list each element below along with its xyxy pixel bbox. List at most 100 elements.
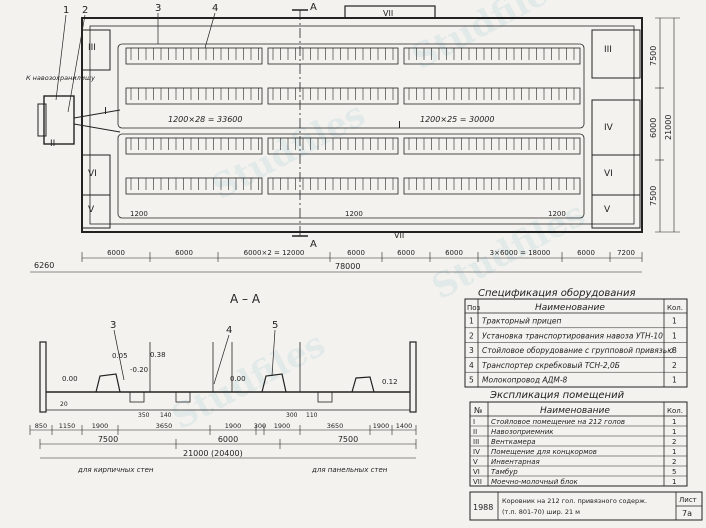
callout-4: 4 bbox=[212, 3, 218, 14]
equip-qty: 1 bbox=[672, 331, 677, 340]
callout-3: 3 bbox=[155, 3, 161, 14]
equip-pos: 4 bbox=[469, 361, 474, 370]
room-code: V bbox=[604, 205, 611, 215]
section-dim: 1400 bbox=[396, 422, 413, 430]
bottom-dim: 6000 bbox=[397, 249, 415, 257]
equip-qty: 1 bbox=[672, 317, 677, 326]
room-qty: 5 bbox=[672, 468, 676, 476]
room-qty: 2 bbox=[672, 458, 676, 466]
bottom-dim: 6000 bbox=[175, 249, 193, 257]
stall-rows bbox=[125, 47, 581, 195]
room-name: Моечно-молочный блок bbox=[491, 478, 579, 486]
svg-text:Studfiles: Studfiles bbox=[165, 324, 331, 438]
right-dim: 7500 bbox=[649, 186, 658, 206]
col-pos: № bbox=[474, 406, 483, 415]
dim-small: 1200 bbox=[345, 210, 363, 218]
room-code: III bbox=[88, 43, 96, 53]
equip-pos: 2 bbox=[469, 331, 474, 340]
total-length: 78000 bbox=[335, 262, 360, 271]
room-code: IV bbox=[604, 123, 614, 133]
right-dim: 6000 bbox=[649, 118, 658, 138]
elevation: 0.12 bbox=[382, 378, 398, 386]
section-title: А – А bbox=[230, 292, 261, 306]
room-pos: VI bbox=[473, 468, 480, 476]
room-name: Стойловое помещение на 212 голов bbox=[491, 418, 625, 426]
rooms-table-title: Экспликация помещений bbox=[489, 390, 625, 401]
room-block bbox=[81, 29, 111, 71]
room-qty: 1 bbox=[672, 428, 676, 436]
col-qty: Кол. bbox=[667, 304, 683, 312]
room-block bbox=[591, 29, 641, 79]
equip-pos: 3 bbox=[469, 346, 474, 355]
section-dim: 7500 bbox=[98, 435, 118, 444]
manure-annex bbox=[43, 95, 75, 145]
label-panel: для панельных стен bbox=[311, 466, 388, 474]
right-total: 21000 bbox=[664, 115, 673, 140]
section-mark-bottom: А bbox=[310, 239, 317, 250]
section-dim: 7500 bbox=[338, 435, 358, 444]
elevation: -0.20 bbox=[130, 366, 148, 374]
bottom-dim: 6000 bbox=[347, 249, 365, 257]
section-dim: 1900 bbox=[373, 422, 390, 430]
small-dim: 300 bbox=[286, 412, 298, 419]
section-dim: 1150 bbox=[59, 422, 76, 430]
stamp-year: 1988 bbox=[473, 503, 493, 512]
stall-row bbox=[125, 137, 263, 155]
room-pos: IV bbox=[473, 448, 480, 456]
section-dim: 1900 bbox=[274, 422, 291, 430]
scraper-loop-lower bbox=[117, 133, 585, 219]
equipment-table: Спецификация оборудования Поз Наименован… bbox=[464, 287, 688, 388]
dim-small: 1200 bbox=[130, 210, 148, 218]
equip-qty: 2 bbox=[672, 361, 677, 370]
small-dim: 20 bbox=[60, 401, 68, 408]
room-name: Инвентарная bbox=[491, 458, 540, 466]
bottom-dim: 7200 bbox=[617, 249, 635, 257]
room-pos: V bbox=[473, 458, 478, 466]
room-name: Тамбур bbox=[491, 468, 518, 476]
room-block bbox=[591, 154, 641, 196]
room-block bbox=[591, 194, 641, 229]
section-callout: 4 bbox=[226, 325, 232, 336]
room-code: I bbox=[104, 106, 107, 117]
svg-text:Studfiles: Studfiles bbox=[405, 0, 571, 78]
callout-1: 1 bbox=[63, 5, 69, 16]
room-pos: II bbox=[473, 428, 477, 436]
room-qty: 1 bbox=[672, 448, 676, 456]
section-callout: 5 bbox=[272, 320, 278, 331]
title-stamp: 1988 Коровник на 212 гол. привязного сод… bbox=[469, 491, 703, 521]
manure-label: К навозохранилищу bbox=[26, 74, 95, 82]
small-dim: 110 bbox=[306, 412, 318, 419]
col-name: Наименование bbox=[535, 303, 605, 313]
col-name: Наименование bbox=[540, 406, 610, 416]
room-name: Венткамера bbox=[491, 438, 536, 446]
room-pos: VII bbox=[473, 478, 482, 486]
equip-name: Установка транспортирования навоза УТН-1… bbox=[482, 331, 663, 340]
manure-annex-door bbox=[37, 103, 47, 137]
section-dim: 3650 bbox=[156, 422, 173, 430]
equip-name: Транспортер скребковый ТСН-2,0Б bbox=[482, 361, 620, 370]
elevation: 0.05 bbox=[112, 352, 128, 360]
equipment-table-title: Спецификация оборудования bbox=[478, 287, 635, 299]
bottom-dim: 6000 bbox=[445, 249, 463, 257]
section-dim: 300 bbox=[254, 422, 266, 430]
bottom-dim: 6000×2 = 12000 bbox=[244, 249, 305, 257]
section-dim: 850 bbox=[35, 422, 47, 430]
dim-rows-right: 1200×25 = 30000 bbox=[420, 115, 494, 124]
equip-name: Молокопровод АДМ-8 bbox=[482, 376, 568, 385]
left-offset: 6260 bbox=[34, 261, 54, 270]
room-code: V bbox=[88, 205, 95, 215]
label-brick: для кирпичных стен bbox=[77, 466, 154, 474]
svg-text:Studfiles: Studfiles bbox=[205, 94, 371, 208]
stamp-sheet-label: Лист bbox=[679, 496, 697, 504]
scraper-loop-upper bbox=[117, 43, 585, 129]
equip-qty: 1 bbox=[672, 376, 677, 385]
section-dim: 3650 bbox=[327, 422, 344, 430]
room-code: VII bbox=[394, 231, 404, 240]
bottom-dim: 6000 bbox=[107, 249, 125, 257]
elevation: 0.00 bbox=[230, 375, 246, 383]
